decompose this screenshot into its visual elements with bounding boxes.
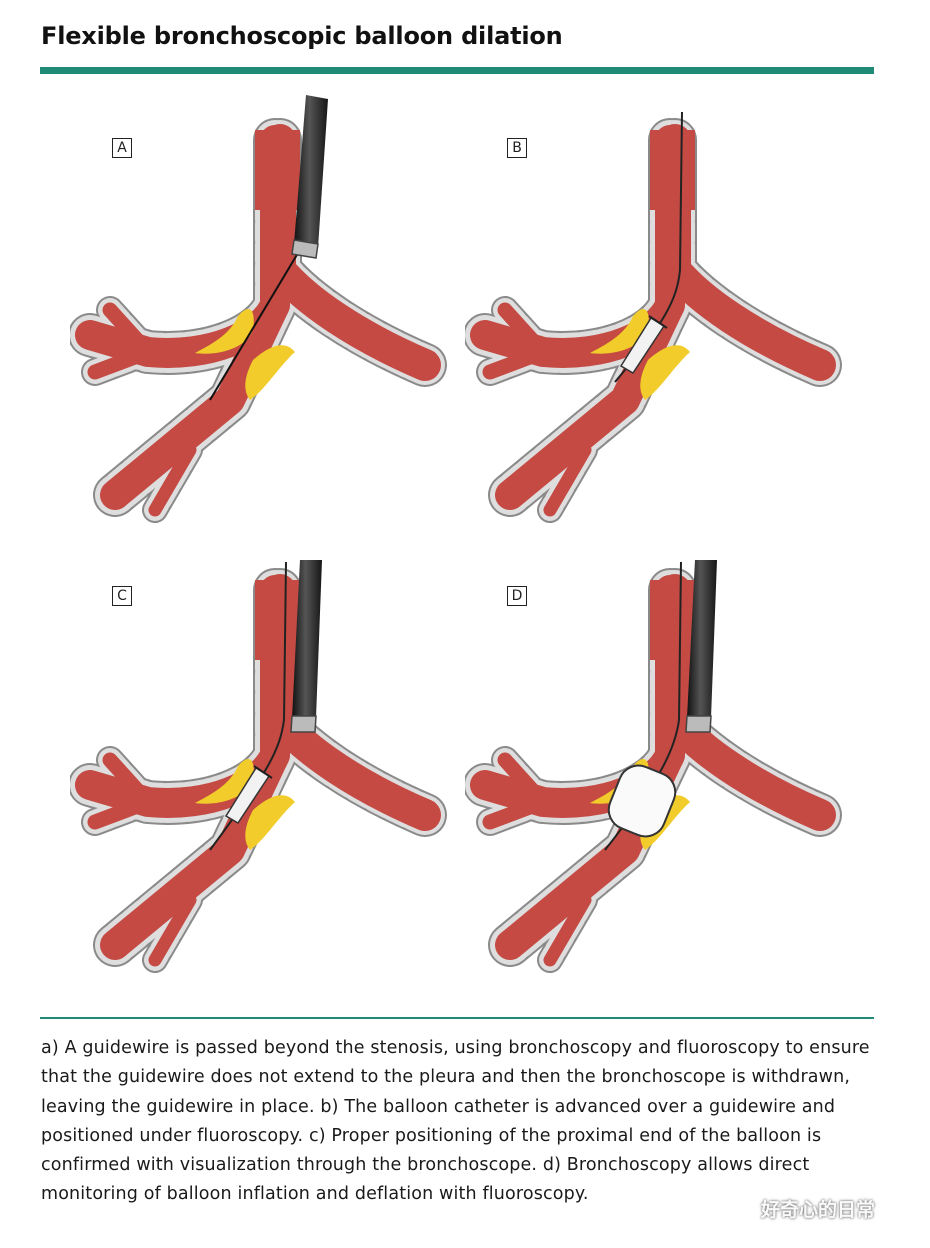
bronchoscope-tip xyxy=(685,715,712,733)
bronchoscope xyxy=(292,560,322,718)
guidewire xyxy=(209,252,299,401)
guidewire xyxy=(209,561,287,851)
bronchoscope-tip xyxy=(290,715,317,733)
caption-rule xyxy=(40,1017,874,1019)
panel-d-illustration xyxy=(465,540,885,1000)
panel-b-illustration xyxy=(465,90,885,550)
panel-c: C xyxy=(70,540,490,1000)
watermark: 好奇心的日常 xyxy=(733,1195,875,1222)
panel-label-c: C xyxy=(112,586,132,606)
bronchoscope xyxy=(687,560,717,718)
panel-label-d: D xyxy=(507,586,527,606)
title-rule xyxy=(40,67,874,74)
bronchoscope xyxy=(294,95,328,248)
chat-bubble-icon xyxy=(733,1199,757,1217)
panel-d: D xyxy=(465,540,885,1000)
panel-c-illustration xyxy=(70,540,490,1000)
figure-caption: a) A guidewire is passed beyond the sten… xyxy=(41,1038,870,1205)
bronchoscope-tip xyxy=(291,239,319,259)
page-title: Flexible bronchoscopic balloon dilation xyxy=(41,22,563,50)
watermark-text: 好奇心的日常 xyxy=(761,1199,876,1221)
inflated-balloon xyxy=(607,764,677,838)
panel-b: B xyxy=(465,90,885,550)
panel-a: A xyxy=(70,90,490,550)
panel-label-a: A xyxy=(112,138,132,158)
panel-label-b: B xyxy=(507,138,527,158)
panel-a-illustration xyxy=(70,95,490,550)
